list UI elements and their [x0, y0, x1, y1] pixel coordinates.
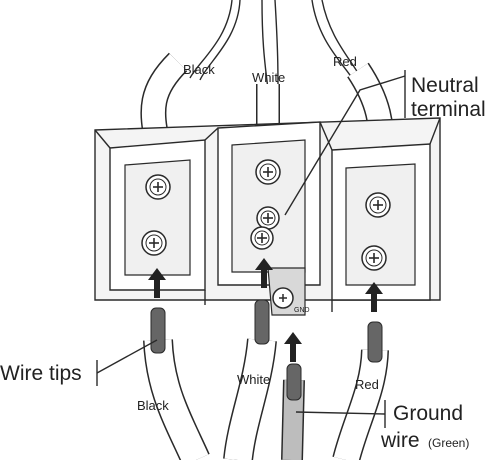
up-arrow-icon	[284, 332, 302, 362]
ground-tab-label: GND	[294, 307, 310, 314]
label-wire-tips: Wire tips	[0, 362, 82, 385]
label-white-top: White	[252, 70, 285, 85]
phillips-screw-icon	[362, 246, 386, 270]
label-red-top: Red	[333, 54, 357, 69]
phillips-screw-icon	[256, 160, 280, 184]
label-black-top: Black	[183, 62, 215, 77]
phillips-screw-icon	[142, 231, 166, 255]
label-red-bottom: Red	[355, 377, 379, 392]
label-black-bottom: Black	[137, 398, 169, 413]
phillips-screw-icon	[366, 193, 390, 217]
label-neutral-terminal-1: Neutral	[411, 74, 479, 97]
phillips-screw-icon	[146, 175, 170, 199]
label-ground-wire-2: wire	[380, 429, 420, 452]
phillips-screw-icon	[273, 288, 293, 308]
label-neutral-terminal-2: terminal	[411, 98, 486, 121]
label-ground-wire-1: Ground	[393, 402, 463, 425]
phillips-screw-icon	[257, 207, 279, 229]
phillips-screw-icon	[251, 227, 273, 249]
label-white-bottom: White	[237, 372, 270, 387]
label-ground-wire-3: (Green)	[428, 436, 469, 450]
